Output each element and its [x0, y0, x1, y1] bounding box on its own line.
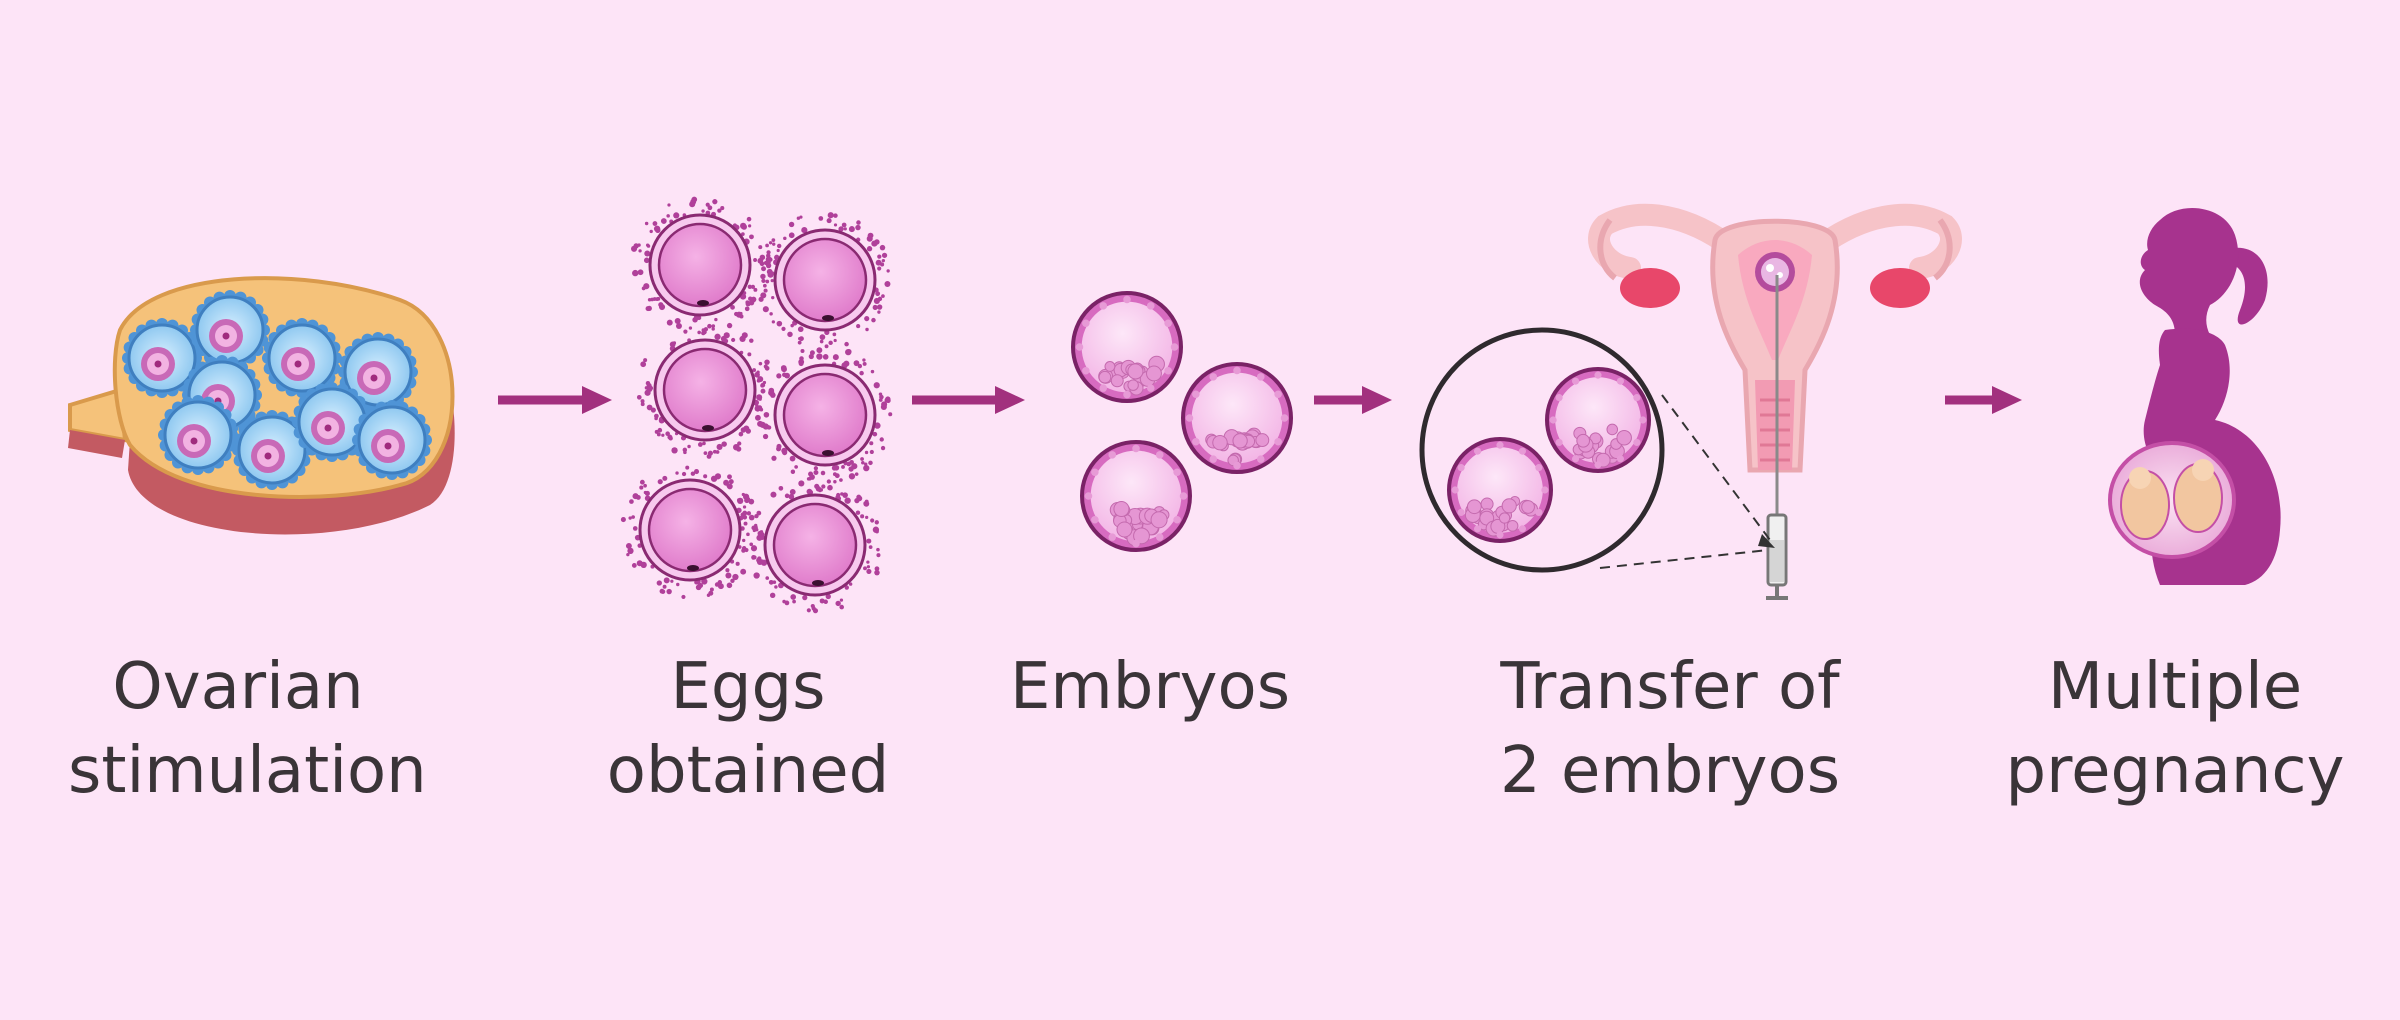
- egg: [636, 323, 775, 459]
- left-ovary: [1620, 268, 1680, 308]
- step-label-eggs-obtained: Eggs obtained: [606, 650, 890, 808]
- embryo: [1080, 440, 1192, 552]
- arrow-1: [498, 386, 612, 414]
- transfer-embryo: [1447, 437, 1553, 543]
- embryo: [1071, 291, 1183, 403]
- arrow-3: [1314, 386, 1392, 414]
- egg: [746, 477, 881, 614]
- eggs-icon: [620, 196, 893, 614]
- step-label-transfer: Transfer of 2 embryos: [1499, 650, 1841, 808]
- step-label-multiple-pregnancy: Multiple pregnancy: [2005, 650, 2345, 808]
- arrow-4: [1945, 386, 2022, 414]
- follicle: [292, 382, 372, 462]
- follicle: [122, 318, 202, 398]
- uterus-transfer-icon: [1419, 203, 1962, 600]
- step-label-embryos: Embryos: [1009, 650, 1291, 724]
- arrow-2: [912, 386, 1025, 414]
- follicle: [158, 395, 238, 475]
- embryos-icon: [1071, 291, 1293, 552]
- zoom-circle: [1419, 327, 1665, 573]
- follicle: [352, 400, 432, 480]
- pregnant-woman-icon: [2108, 208, 2281, 585]
- egg: [757, 212, 891, 349]
- follicle: [262, 318, 342, 398]
- embryo: [1181, 362, 1293, 474]
- step-label-ovarian-stimulation: Ovarian stimulation: [68, 650, 427, 808]
- ovary-follicles-icon: [68, 276, 455, 535]
- egg: [620, 465, 758, 599]
- transfer-embryo: [1545, 367, 1651, 473]
- egg: [631, 196, 769, 332]
- egg: [754, 347, 893, 484]
- right-ovary: [1870, 268, 1930, 308]
